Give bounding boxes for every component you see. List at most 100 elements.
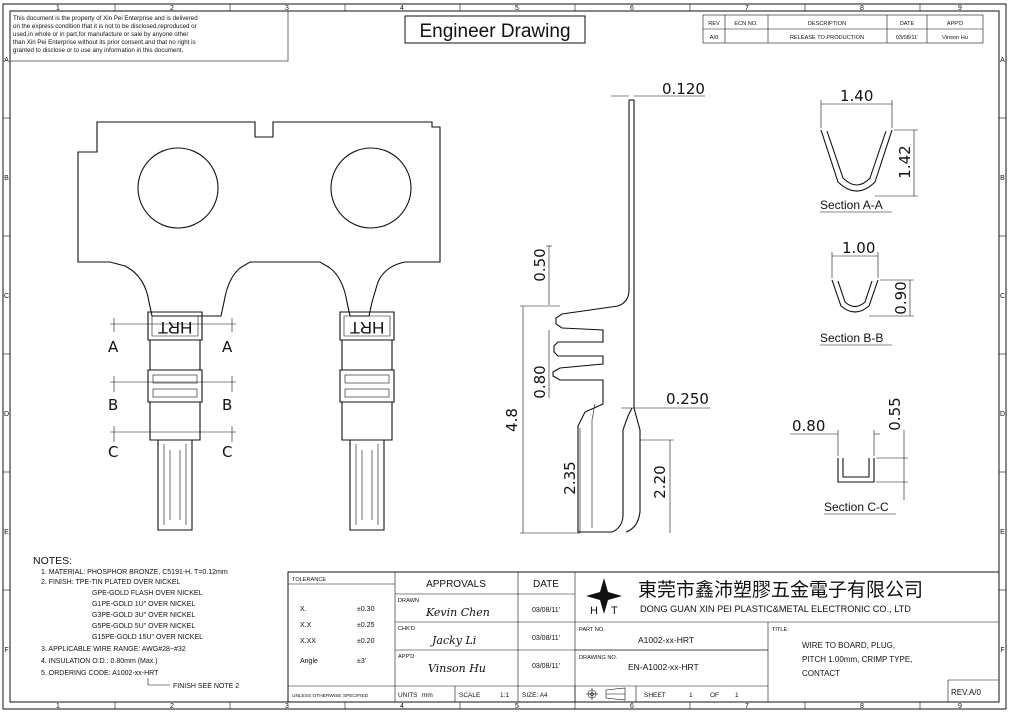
col-label: 6: [630, 5, 634, 12]
col-label: 2: [170, 5, 174, 12]
dim-0-50: 0.50: [531, 248, 549, 281]
rev-header: DATE: [900, 21, 915, 27]
company-logo-icon: H T: [586, 578, 622, 617]
col-label: 8: [860, 5, 864, 12]
approval-date: 03/08/11': [532, 607, 560, 614]
sheet-number: 1: [689, 692, 693, 699]
approval-signature: Jacky Li: [430, 634, 476, 647]
note-line: G5PE-GOLD 5U" OVER NICKEL: [92, 623, 195, 630]
side-view: 0.120 0.50 0.80 0.250 4.8 2.35 2.20: [503, 80, 710, 534]
revision-table: REV ECN NO. DESCRIPTION DATE APP'D A/0 R…: [702, 14, 984, 44]
row-label: E: [4, 529, 9, 536]
title-line: WIRE TO BOARD, PLUG,: [802, 641, 895, 650]
title-line: PITCH 1.00mm, CRIMP TYPE,: [802, 655, 912, 664]
col-label: 4: [400, 703, 404, 710]
title-block: TOLERANCE X. ±0.30 X.X ±0.25 X.XX ±0.20 …: [287, 571, 1000, 703]
front-view: HRT HRT A: [77, 121, 441, 531]
row-label: F: [1000, 647, 1004, 654]
dim-0-250: 0.250: [666, 390, 709, 408]
dim-width: 1.00: [842, 239, 875, 257]
size-value: SIZE: A4: [522, 692, 548, 699]
note-line: GPE-GOLD FLASH OVER NICKEL: [92, 590, 203, 597]
tolerance-value: ±0.30: [357, 606, 375, 613]
section-mark-b: B: [108, 396, 118, 414]
note-line: 4. INSULATION O.D.: 0.80mm (Max.): [41, 658, 158, 665]
rev-cell: RELEASE TO PRODUCTION: [790, 35, 864, 41]
note-line: G3PE-GOLD 3U" OVER NICKEL: [92, 612, 195, 619]
rev-cell: 03/08/11': [896, 35, 918, 41]
dim-width: 1.40: [840, 87, 873, 105]
part-no-value: A1002-xx-HRT: [638, 635, 694, 645]
section-mark-c: C: [108, 443, 118, 461]
disclaimer-line: on the express condition that it is not …: [13, 23, 197, 30]
terminal-left: HRT: [147, 311, 203, 531]
rev-cell: Vinson Hu: [942, 35, 968, 41]
section-title: Section B-B: [820, 331, 883, 345]
scale-label: SCALE: [459, 692, 481, 699]
approval-date: 03/08/11': [532, 635, 560, 642]
approval-role: CHK'D: [398, 626, 415, 632]
section-c-c: 0.80 0.55 Section C-C: [790, 397, 908, 515]
drawing-no-label: DRAWING NO.: [579, 655, 618, 661]
section-a-a: 1.40 1.42 Section A-A: [820, 87, 918, 213]
date-title: DATE: [533, 579, 559, 590]
col-label: 5: [515, 5, 519, 12]
logo-letter: H: [590, 605, 598, 617]
col-label: 5: [515, 703, 519, 710]
section-mark-b: B: [222, 396, 232, 414]
dim-4-8: 4.8: [503, 408, 521, 432]
col-label: 1: [56, 5, 60, 12]
cavity-marking: HRT: [158, 318, 193, 337]
row-label: C: [1000, 293, 1005, 300]
col-label: 4: [400, 5, 404, 12]
drawing-no-value: EN-A1002-xx-HRT: [628, 662, 699, 672]
sheet-total: 1: [735, 692, 739, 699]
approvals-title: APPROVALS: [426, 579, 486, 590]
dim-height: 1.42: [896, 145, 914, 178]
dim-2-35: 2.35: [561, 461, 579, 494]
col-label: 7: [745, 5, 749, 12]
col-label: 9: [958, 5, 962, 12]
section-title: Section A-A: [820, 198, 883, 212]
row-label: B: [1000, 175, 1005, 182]
row-label: D: [1000, 411, 1005, 418]
title-box: Engineer Drawing: [404, 15, 586, 44]
rev-header: DESCRIPTION: [808, 21, 846, 27]
disclaimer-box: This document is the property of Xin Pei…: [9, 10, 289, 62]
company-name-en: DONG GUAN XIN PEI PLASTIC&METAL ELECTRON…: [640, 604, 911, 614]
disclaimer-line: than Xin Pei Enterprise without its prio…: [13, 39, 196, 46]
tolerance-title: TOLERANCE: [292, 577, 326, 583]
note-line: 5. ORDERING CODE: A1002-xx-HRT: [41, 670, 159, 677]
col-label: 9: [958, 703, 962, 710]
note-line: 3. APPLICABLE WIRE RANGE: AWG#28~#32: [41, 646, 186, 653]
approval-role: APP'D: [398, 654, 414, 660]
tolerance-key: X.: [300, 606, 307, 613]
row-label: C: [4, 293, 9, 300]
col-label: 3: [285, 703, 289, 710]
tolerance-value: ±3': [357, 658, 366, 665]
col-label: 1: [56, 703, 60, 710]
company-name-cn: 東莞市鑫沛塑膠五金電子有限公司: [638, 579, 923, 601]
row-label: D: [4, 411, 9, 418]
notes-block: NOTES: 1. MATERIAL: PHOSPHOR BRONZE, C51…: [33, 555, 239, 690]
cavity-marking: HRT: [350, 318, 385, 337]
col-label: 7: [745, 703, 749, 710]
section-mark-c: C: [222, 443, 232, 461]
approval-signature: Kevin Chen: [425, 606, 490, 619]
logo-letter: T: [611, 605, 618, 617]
note-line: 2. FINISH: TPE-TIN PLATED OVER NICKEL: [41, 579, 180, 586]
drawing-title: Engineer Drawing: [419, 21, 570, 42]
tolerance-key: X.X: [300, 622, 312, 629]
rev-header: REV: [708, 21, 720, 27]
disclaimer-line: used,in whole or in part,for manufacture…: [13, 31, 188, 38]
section-title: Section C-C: [824, 500, 889, 514]
sheet-label: SHEET: [644, 692, 666, 699]
disclaimer-line: granted to disclose or to use any inform…: [13, 47, 184, 54]
row-label: F: [4, 647, 8, 654]
row-label: A: [4, 57, 9, 64]
dim-thickness: 0.120: [662, 80, 705, 98]
tolerance-footer: UNLESS OTHERWISE SPECIFIED: [292, 693, 369, 699]
units-label: UNITS: [398, 692, 418, 699]
rev-value: REV.A/0: [951, 688, 981, 697]
